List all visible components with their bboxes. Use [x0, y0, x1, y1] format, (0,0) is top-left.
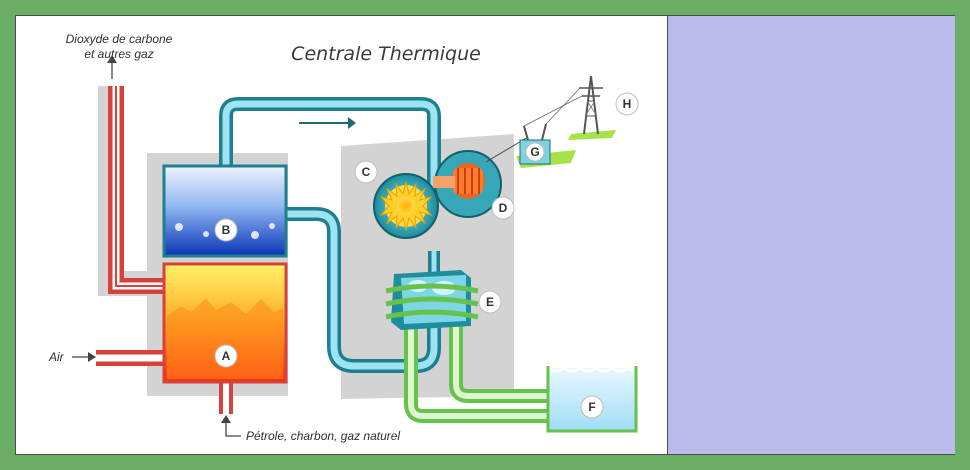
label-b: B [222, 223, 231, 237]
label-badge-d: D [491, 196, 515, 220]
figure-frame: Centrale Thermique Dioxyde de carbone et… [15, 15, 955, 455]
air-label: Air [48, 350, 65, 364]
label-d: D [499, 201, 508, 215]
cooling-inlet-pipe [453, 326, 551, 399]
label-badge-f: F [580, 395, 604, 419]
steam-pipe [222, 100, 438, 196]
diagram-title: Centrale Thermique [291, 43, 481, 65]
label-e: E [486, 295, 494, 309]
fuel-arrow [221, 415, 241, 437]
turbine-rotor-icon [379, 181, 433, 231]
exhaust-arrow [107, 55, 117, 79]
pylon-icon [523, 75, 616, 140]
air-arrow [72, 352, 96, 362]
label-badge-a: A [214, 344, 238, 368]
fuel-label: Pétrole, charbon, gaz naturel [246, 429, 400, 443]
power-plant-diagram: Centrale Thermique Dioxyde de carbone et… [48, 32, 639, 443]
label-c: C [362, 165, 371, 179]
boiler-water-tank [162, 164, 288, 258]
return-pipe [286, 210, 438, 370]
label-a: A [222, 349, 231, 363]
label-badge-b: B [214, 218, 238, 242]
exhaust-label-line2: et autres gaz [84, 47, 153, 61]
label-badge-e: E [478, 290, 502, 314]
exhaust-label-line1: Dioxyde de carbone [66, 32, 173, 46]
exhaust-pipe [115, 86, 166, 287]
label-badge-g: G [525, 142, 545, 162]
label-f: F [588, 400, 595, 414]
label-badge-h: H [615, 92, 639, 116]
label-badge-c: C [354, 160, 378, 184]
transformer-icon [516, 123, 576, 168]
condenser [385, 270, 479, 330]
generator-coil-icon [433, 163, 485, 199]
label-g: G [530, 145, 539, 159]
diagram-panel: Centrale Thermique Dioxyde de carbone et… [16, 16, 667, 454]
label-h: H [623, 97, 632, 111]
side-panel [667, 16, 955, 454]
cooling-outlet-pipe [408, 326, 551, 419]
